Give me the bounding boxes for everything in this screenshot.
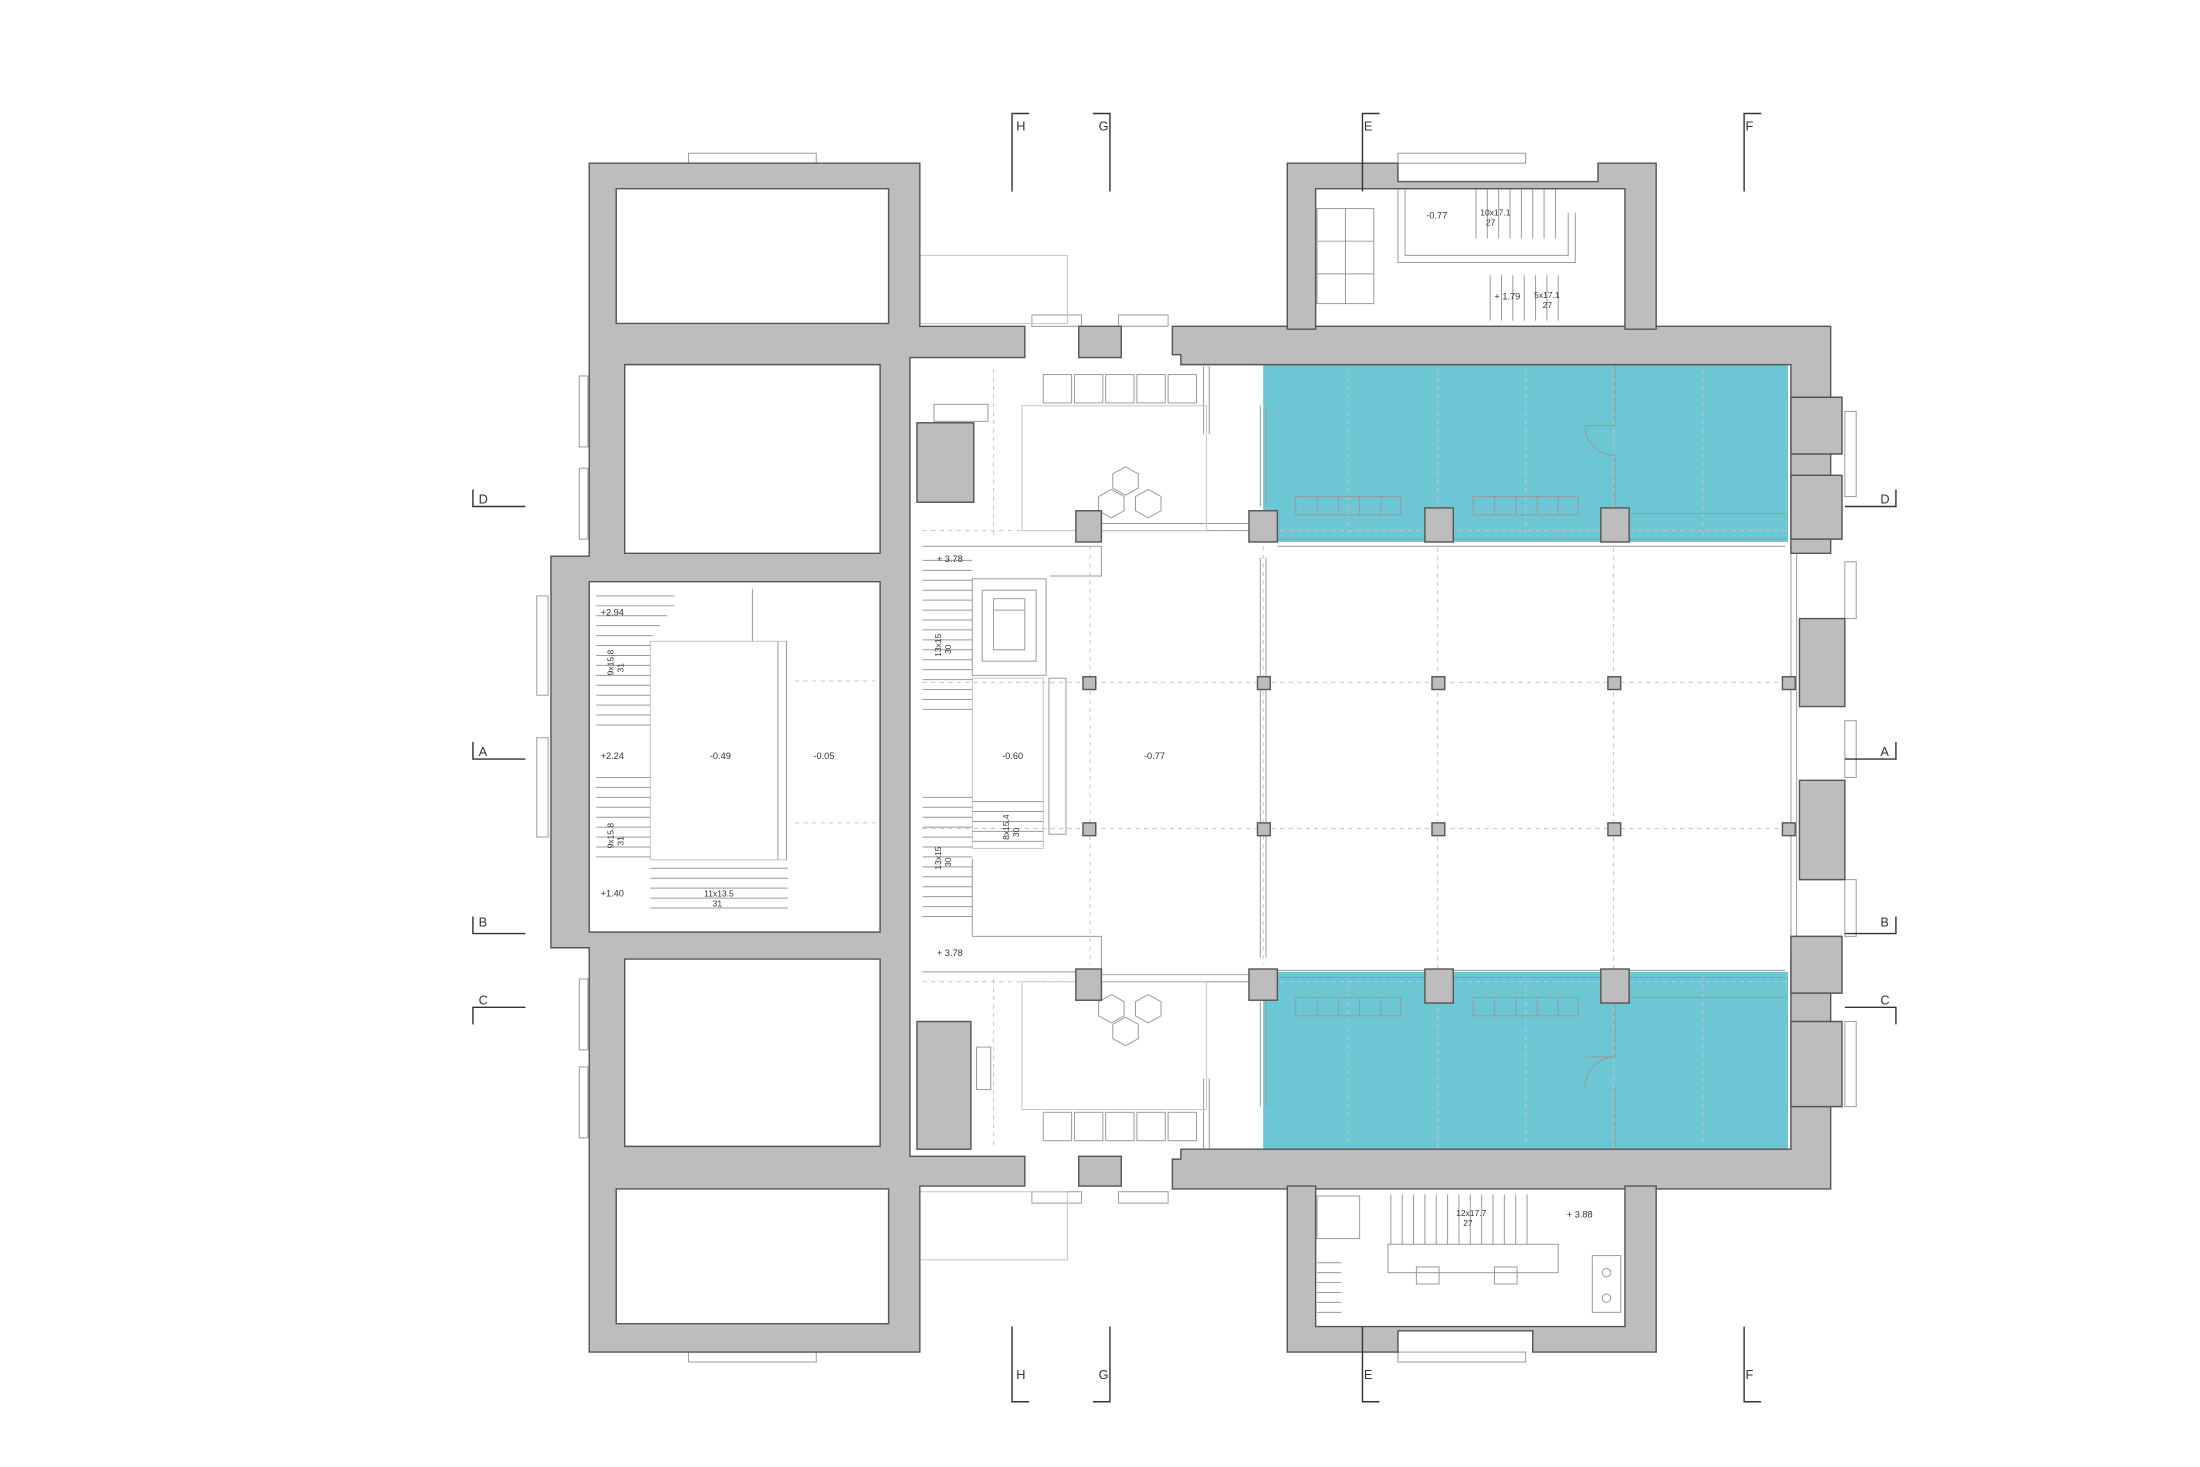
north-annex-walls [1286,162,1657,330]
elevation-corridor-lower: + 3.78 [937,948,963,958]
door-swings [1584,425,1616,1087]
east-facade-piers [1790,396,1846,1108]
section-letters: H G E F H G E F D A B C D A B C [479,119,1890,1383]
stair-note-central-2-n: 30 [943,857,953,867]
highlight-zone-north [1263,364,1789,542]
section-letter-right-d: D [1880,492,1889,507]
highlight-zone-south [1263,971,1789,1150]
stair-note-west-2: 9x15.8 [605,823,615,849]
stair-note-top-1: 10x17.1 [1480,208,1511,218]
section-letter-bottom-f: F [1746,1367,1754,1382]
section-letter-bottom-g: G [1099,1367,1109,1382]
section-letter-left-c: C [479,992,488,1007]
section-letter-right-c: C [1880,992,1889,1007]
section-letter-bottom-e: E [1364,1367,1373,1382]
section-letter-top-h: H [1016,119,1025,134]
stair-note-central-1-n: 30 [943,644,953,654]
elevation-bottom-stair: + 3.88 [1567,1209,1593,1219]
lounge-furniture [1021,374,1207,1142]
elevation-west-stair-bottom: +1.40 [601,889,624,899]
stair-notes: 10x17.1 27 5x17.1 27 9x15.8 31 9x15.8 31… [605,208,1560,1228]
stair-note-bottom: 12x17.7 [1456,1208,1487,1218]
elevation-top-stair-lower: + 1.79 [1494,291,1520,301]
south-annex-walls [1286,1185,1657,1353]
section-letter-right-a: A [1880,744,1889,759]
stair-note-west-2-n: 31 [615,836,625,846]
structural-grid [794,368,1789,1150]
stair-note-top-1-n: 27 [1486,218,1496,228]
stair-note-top-2-n: 27 [1543,300,1553,310]
service-shaft-south [916,1020,972,1150]
walls [550,162,1846,1353]
stair-note-central-3-n: 30 [1011,827,1021,837]
stair-note-top-2: 5x17.1 [1534,290,1560,300]
section-letter-left-b: B [479,914,488,929]
elevation-west-stair-top: +2.94 [601,608,624,618]
section-letter-left-a: A [479,744,488,759]
elevation-west-room-a: -0.49 [710,751,731,761]
stair-note-west-3-n: 31 [713,899,723,909]
interior-linework [536,152,1857,1363]
service-shaft-north [916,422,975,503]
elevation-west-stair-mid: +2.24 [601,751,624,761]
west-wing-walls [550,162,1026,1353]
stair-note-central-3: 8x15.4 [1001,814,1011,840]
columns [933,403,1796,1091]
section-letter-bottom-h: H [1016,1367,1025,1382]
central-stair-core [922,545,1102,973]
section-letter-right-b: B [1880,914,1889,929]
north-annex-stair [1316,181,1576,321]
stair-note-west-3: 11x13.5 [704,889,734,899]
section-markers [472,112,1897,1403]
south-annex-stair [1316,1194,1622,1313]
stair-note-west-1: 9x15.8 [605,650,615,676]
stair-note-central-2: 13x15 [933,846,943,869]
west-stair [596,588,788,909]
stair-note-west-1-n: 31 [615,663,625,673]
elevation-west-room-b: -0.05 [813,751,834,761]
elevation-hall-center: -0.77 [1144,751,1165,761]
elevation-labels: -0.77 + 1.79 + 3.78 + 3.78 -0.77 -0.60 +… [601,210,1593,1219]
elevation-top-stair-upper: -0.77 [1426,210,1447,220]
seating-rows [1295,496,1579,1017]
section-letter-left-d: D [479,492,488,507]
stair-note-central-1: 13x15 [933,633,943,656]
section-letter-top-f: F [1746,119,1754,134]
elevation-corridor-upper: + 3.78 [937,554,963,564]
section-letter-top-e: E [1364,119,1373,134]
stair-note-bottom-n: 27 [1463,1218,1473,1228]
highlighted-zones [1263,364,1789,1150]
section-letter-top-g: G [1099,119,1109,134]
elevation-foyer: -0.60 [1002,751,1023,761]
